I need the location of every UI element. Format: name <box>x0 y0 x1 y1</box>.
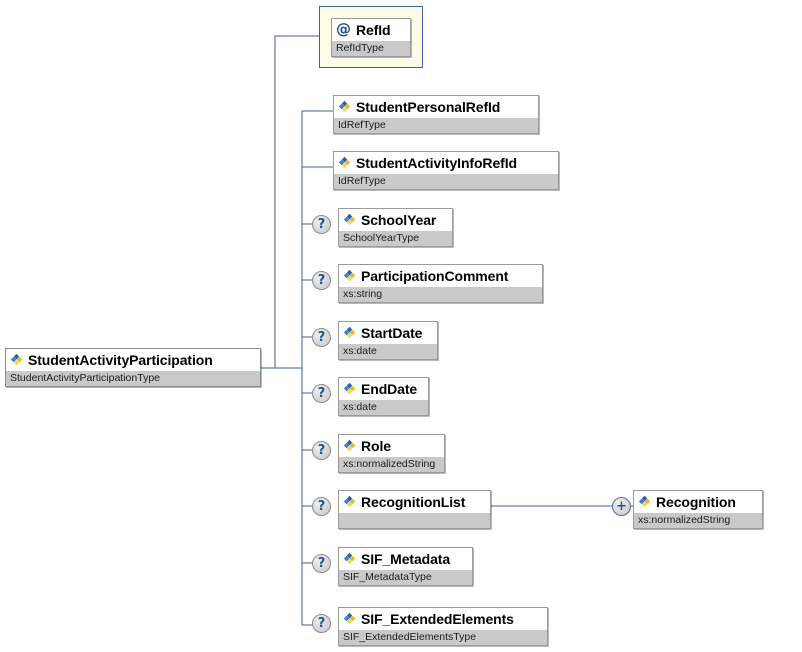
element-icon <box>343 213 356 226</box>
node-sif-metadata-typerow: SIF_MetadataType <box>339 569 472 585</box>
node-studentpersonalrefid-typerow: IdRefType <box>334 117 538 133</box>
node-recognition-typerow: xs:normalizedString <box>634 512 762 528</box>
node-schoolyear-typerow: SchoolYearType <box>339 230 452 246</box>
node-studentpersonalrefid-type: IdRefType <box>338 119 386 131</box>
node-recognition-header: Recognition <box>634 491 762 512</box>
element-icon <box>10 353 23 366</box>
optional-marker-schoolyear[interactable]: ? <box>312 215 331 234</box>
expand-marker-recognition[interactable]: + <box>612 497 631 516</box>
node-refid-typerow: RefIdType <box>332 40 410 56</box>
element-icon <box>638 495 651 508</box>
node-role-header: Role <box>339 435 444 456</box>
node-studentpersonalrefid[interactable]: StudentPersonalRefId IdRefType <box>333 95 539 134</box>
node-recognition-label: Recognition <box>656 493 736 510</box>
node-enddate-label: EndDate <box>361 380 418 397</box>
node-startdate-typerow: xs:date <box>339 343 437 359</box>
node-sif-metadata[interactable]: SIF_Metadata SIF_MetadataType <box>338 547 473 586</box>
optional-marker-participationcomment[interactable]: ? <box>312 271 331 290</box>
element-icon <box>343 269 356 282</box>
node-startdate[interactable]: StartDate xs:date <box>338 321 438 360</box>
node-root-type: StudentActivityParticipationType <box>10 372 160 384</box>
node-schoolyear[interactable]: SchoolYear SchoolYearType <box>338 208 453 247</box>
element-icon <box>338 156 351 169</box>
element-icon <box>343 382 356 395</box>
node-enddate-header: EndDate <box>339 378 428 399</box>
node-startdate-type: xs:date <box>343 345 377 357</box>
node-studentactivityinforefid-typerow: IdRefType <box>334 173 558 189</box>
attribute-icon: @ <box>336 20 351 38</box>
node-refid-header: @ RefId <box>332 19 410 40</box>
node-refid-type: RefIdType <box>336 42 384 54</box>
node-role[interactable]: Role xs:normalizedString <box>338 434 445 473</box>
node-studentpersonalrefid-label: StudentPersonalRefId <box>356 98 501 115</box>
node-studentactivityinforefid-type: IdRefType <box>338 175 386 187</box>
node-sif-metadata-label: SIF_Metadata <box>361 550 451 567</box>
node-sif-metadata-header: SIF_Metadata <box>339 548 472 569</box>
node-role-typerow: xs:normalizedString <box>339 456 444 472</box>
node-participationcomment-header: ParticipationComment <box>339 265 542 286</box>
optional-marker-role[interactable]: ? <box>312 441 331 460</box>
element-icon <box>343 439 356 452</box>
optional-marker-sif-metadata[interactable]: ? <box>312 554 331 573</box>
node-schoolyear-type: SchoolYearType <box>343 232 420 244</box>
node-participationcomment-typerow: xs:string <box>339 286 542 302</box>
node-root-typerow: StudentActivityParticipationType <box>6 370 260 386</box>
node-root-label: StudentActivityParticipation <box>28 351 213 368</box>
node-sif-extendedelements-header: SIF_ExtendedElements <box>339 608 547 629</box>
node-participationcomment-type: xs:string <box>343 288 383 300</box>
node-role-label: Role <box>361 437 391 454</box>
node-refid-label: RefId <box>356 21 391 38</box>
optional-marker-startdate[interactable]: ? <box>312 328 331 347</box>
node-startdate-header: StartDate <box>339 322 437 343</box>
node-enddate-type: xs:date <box>343 401 377 413</box>
node-schoolyear-header: SchoolYear <box>339 209 452 230</box>
node-enddate[interactable]: EndDate xs:date <box>338 377 429 416</box>
wire-attribute-trunk <box>274 35 319 368</box>
node-studentactivityinforefid-label: StudentActivityInfoRefId <box>356 154 517 171</box>
node-sif-extendedelements-type: SIF_ExtendedElementsType <box>343 631 477 643</box>
node-recognitionlist-typerow <box>339 512 490 528</box>
element-icon <box>343 495 356 508</box>
node-refid[interactable]: @ RefId RefIdType <box>331 18 411 57</box>
optional-marker-enddate[interactable]: ? <box>312 384 331 403</box>
node-sif-extendedelements-typerow: SIF_ExtendedElementsType <box>339 629 547 645</box>
node-studentpersonalrefid-header: StudentPersonalRefId <box>334 96 538 117</box>
node-schoolyear-label: SchoolYear <box>361 211 437 228</box>
element-icon <box>343 326 356 339</box>
node-enddate-typerow: xs:date <box>339 399 428 415</box>
node-studentactivityinforefid[interactable]: StudentActivityInfoRefId IdRefType <box>333 151 559 190</box>
node-participationcomment[interactable]: ParticipationComment xs:string <box>338 264 543 303</box>
node-studentactivityinforefid-header: StudentActivityInfoRefId <box>334 152 558 173</box>
node-sif-metadata-type: SIF_MetadataType <box>343 571 432 583</box>
node-recognitionlist-label: RecognitionList <box>361 493 466 510</box>
optional-marker-sif-extendedelements[interactable]: ? <box>312 614 331 633</box>
node-recognition[interactable]: Recognition xs:normalizedString <box>633 490 763 529</box>
node-sif-extendedelements[interactable]: SIF_ExtendedElements SIF_ExtendedElement… <box>338 607 548 646</box>
node-sif-extendedelements-label: SIF_ExtendedElements <box>361 610 514 627</box>
optional-marker-recognitionlist[interactable]: ? <box>312 497 331 516</box>
node-participationcomment-label: ParticipationComment <box>361 267 509 284</box>
element-icon <box>338 100 351 113</box>
node-recognitionlist-header: RecognitionList <box>339 491 490 512</box>
node-startdate-label: StartDate <box>361 324 423 341</box>
node-root-header: StudentActivityParticipation <box>6 349 260 370</box>
node-role-type: xs:normalizedString <box>343 458 436 470</box>
element-icon <box>343 552 356 565</box>
node-recognitionlist[interactable]: RecognitionList <box>338 490 491 529</box>
element-icon <box>343 612 356 625</box>
node-recognition-type: xs:normalizedString <box>638 514 731 526</box>
node-studentactivityparticipation[interactable]: StudentActivityParticipation StudentActi… <box>5 348 261 387</box>
